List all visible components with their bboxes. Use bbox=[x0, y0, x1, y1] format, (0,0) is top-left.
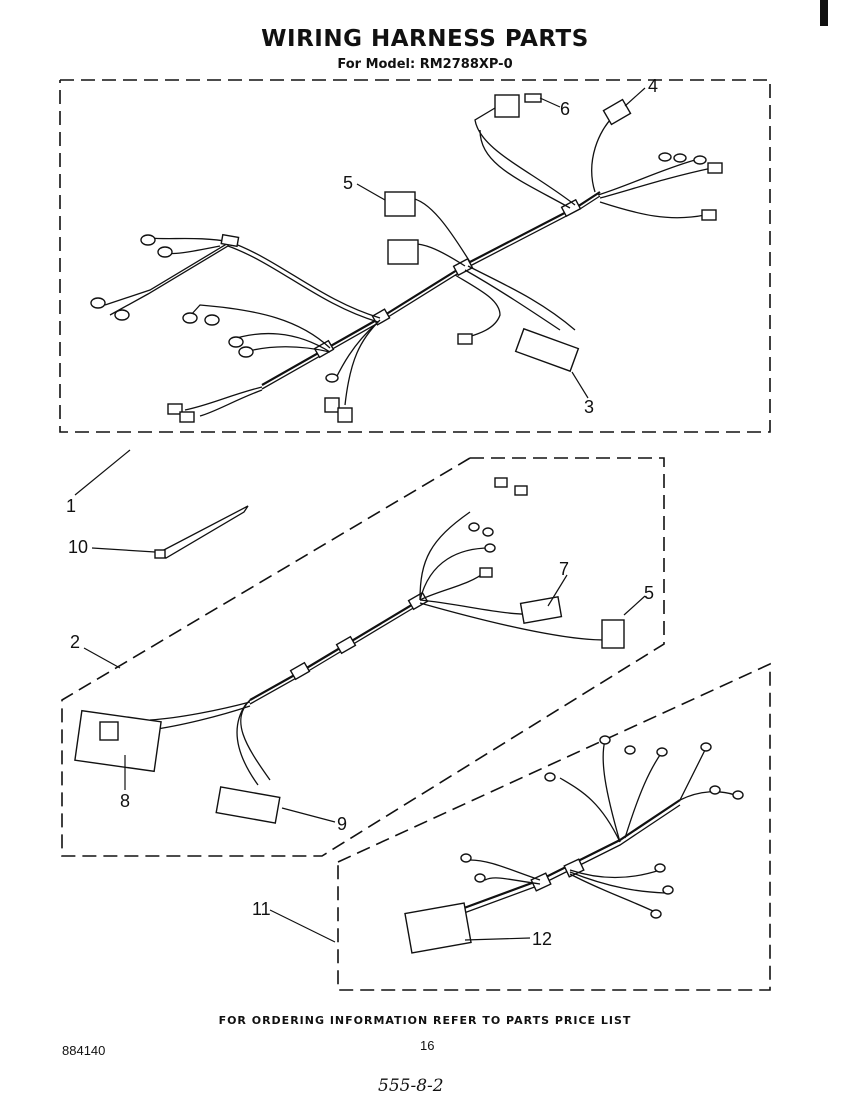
corner-mark bbox=[820, 0, 828, 26]
group-box-harness-1 bbox=[59, 79, 771, 433]
handwritten-note: 555-8-2 bbox=[378, 1076, 444, 1096]
model-subtitle: For Model: RM2788XP-0 bbox=[337, 57, 513, 72]
callout-11: 11 bbox=[252, 899, 271, 919]
callout-9: 9 bbox=[337, 814, 348, 834]
harness-2-drawing bbox=[74, 477, 625, 824]
callout-6: 6 bbox=[560, 99, 571, 119]
page-number: 16 bbox=[420, 1038, 435, 1053]
callout-7: 7 bbox=[559, 559, 570, 579]
document-number: 884140 bbox=[62, 1043, 106, 1058]
page-title: WIRING HARNESS PARTS bbox=[261, 26, 589, 52]
callout-5-upper: 5 bbox=[343, 173, 354, 193]
callout-4: 4 bbox=[648, 76, 659, 96]
callout-5-lower: 5 bbox=[644, 583, 655, 603]
leader-lines bbox=[74, 87, 646, 943]
group-box-harness-2 bbox=[61, 457, 665, 857]
callout-12: 12 bbox=[532, 929, 553, 949]
harness-11-drawing bbox=[404, 735, 744, 954]
callout-1: 1 bbox=[66, 496, 77, 516]
group-box-harness-11 bbox=[337, 662, 771, 991]
callout-3: 3 bbox=[584, 397, 595, 417]
callout-2: 2 bbox=[70, 632, 81, 652]
ordering-note: FOR ORDERING INFORMATION REFER TO PARTS … bbox=[218, 1014, 632, 1027]
harness-1-drawing bbox=[90, 93, 723, 423]
callout-8: 8 bbox=[120, 791, 131, 811]
callout-10: 10 bbox=[68, 537, 89, 557]
tie-strap-drawing bbox=[154, 505, 249, 559]
